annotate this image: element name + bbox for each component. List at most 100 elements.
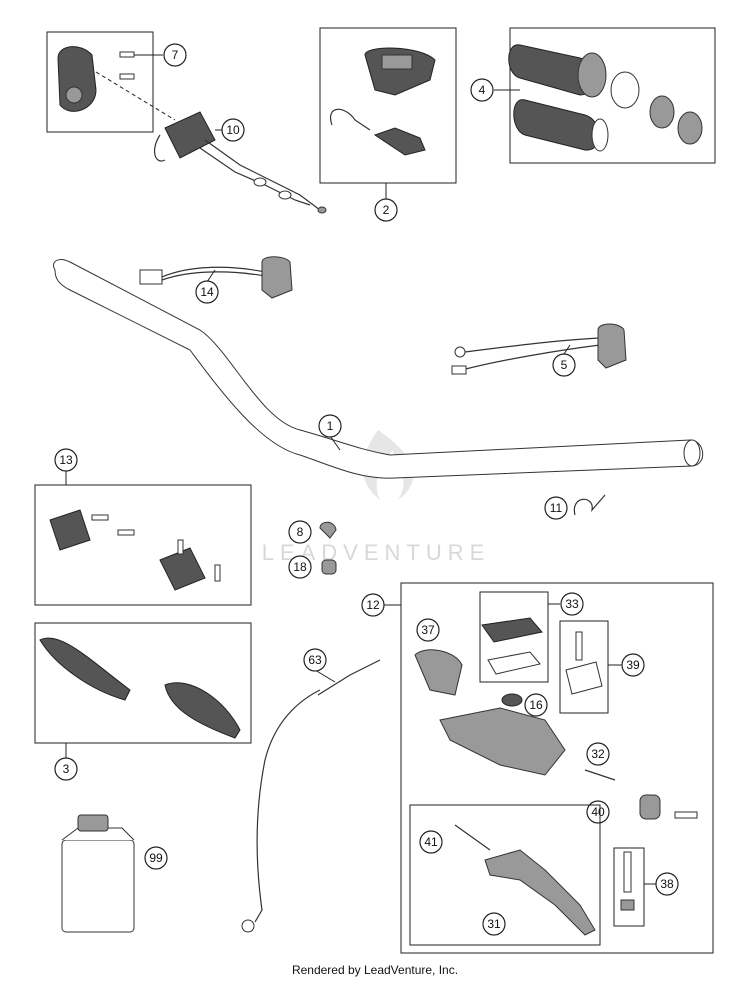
oil-can-99[interactable] (61, 814, 135, 933)
box-12 (400, 582, 714, 954)
screws-7 (119, 51, 135, 80)
box-13 (34, 484, 252, 606)
lever-guard-37[interactable] (414, 649, 463, 696)
wire-5b (461, 344, 601, 371)
kill-switch-14[interactable] (139, 256, 293, 299)
bar-clamp-icon (49, 509, 91, 551)
box-4 (509, 27, 716, 164)
cam-ring-icon (649, 95, 675, 129)
pin-icon (674, 811, 698, 819)
callout-31[interactable]: 31 (482, 912, 506, 936)
callout-10-label: 10 (226, 123, 240, 137)
callout-18[interactable]: 18 (288, 555, 312, 579)
clutch-lever[interactable] (454, 824, 596, 936)
callout-10[interactable]: 10 (221, 118, 245, 142)
throttle-body (164, 111, 216, 159)
switch-label-plate (381, 54, 413, 70)
callout-13-label: 13 (59, 453, 73, 467)
callout-2[interactable]: 2 (374, 198, 398, 222)
cam-ring-icon (677, 111, 703, 145)
callout-31-label: 31 (487, 917, 501, 931)
throttle-cover[interactable] (57, 46, 97, 112)
wire-5 (464, 337, 601, 353)
cable-tie-icon (573, 494, 606, 516)
bolt-icon (91, 514, 109, 521)
callout-39-label: 39 (626, 658, 640, 672)
clutch-master-cylinder-icon (439, 707, 566, 776)
callout-1[interactable]: 1 (318, 414, 342, 438)
piston-cap-icon (639, 794, 661, 820)
clip-8[interactable] (319, 521, 337, 539)
callout-99[interactable]: 99 (144, 846, 168, 870)
lever-guard-icon (414, 649, 463, 696)
callout-39[interactable]: 39 (621, 653, 645, 677)
callout-38-label: 38 (660, 877, 674, 891)
clip-18[interactable] (321, 559, 337, 575)
clip-icon (319, 521, 337, 539)
diaphragm-icon (487, 651, 541, 675)
throttle-cable-2 (199, 147, 311, 206)
cable-tie-icon (329, 108, 371, 131)
callout-4[interactable]: 4 (470, 78, 494, 102)
clamp-39[interactable] (565, 631, 603, 695)
throttle-strap (153, 134, 166, 162)
callout-41[interactable]: 41 (419, 830, 443, 854)
reservoir-cover[interactable] (481, 617, 543, 675)
callout-32[interactable]: 32 (586, 742, 610, 766)
callout-40-label: 40 (591, 805, 605, 819)
watermark: LEADVENTURE (262, 430, 484, 565)
callout-41-label: 41 (424, 835, 438, 849)
grip-set[interactable] (508, 44, 703, 152)
piston-kit-32[interactable] (584, 769, 698, 820)
callout-3[interactable]: 3 (54, 757, 78, 781)
connector-icon (451, 365, 467, 375)
callout-4-label: 4 (479, 83, 486, 97)
callout-8[interactable]: 8 (288, 520, 312, 544)
can-cap (77, 814, 109, 832)
hand-guard-icon (39, 637, 131, 701)
callout-7[interactable]: 7 (163, 43, 187, 67)
callout-16[interactable]: 16 (524, 693, 548, 717)
handlebar-end (683, 439, 701, 467)
master-cylinder[interactable] (439, 693, 566, 776)
callout-33[interactable]: 33 (560, 592, 584, 616)
clamp-icon (565, 661, 603, 695)
cable-tie-11[interactable] (573, 494, 606, 516)
hose-63[interactable] (241, 659, 381, 933)
callout-14[interactable]: 14 (195, 280, 219, 304)
callout-3-label: 3 (63, 762, 70, 776)
callout-38[interactable]: 38 (655, 872, 679, 896)
box-33 (479, 591, 549, 683)
pivot-bolt-38[interactable] (620, 851, 635, 911)
bolt-icon (623, 851, 632, 893)
box-7 (46, 31, 154, 133)
cable-end (317, 206, 327, 214)
switch-icon (261, 256, 293, 299)
callout-99-label: 99 (149, 851, 163, 865)
callout-63[interactable]: 63 (303, 648, 327, 672)
callout-8-label: 8 (297, 525, 304, 539)
callout-12[interactable]: 12 (361, 593, 385, 617)
clamp-set[interactable] (49, 509, 221, 591)
hand-guards[interactable] (39, 637, 241, 739)
throttle-assembly[interactable] (153, 111, 327, 214)
callout-40[interactable]: 40 (586, 800, 610, 824)
cable-adjuster (253, 177, 267, 187)
callout-37[interactable]: 37 (416, 618, 440, 642)
switch-housing[interactable] (364, 47, 436, 96)
bolt-icon (575, 631, 583, 661)
handlebar[interactable] (53, 259, 704, 479)
cable-adjuster (278, 190, 292, 200)
callout-13[interactable]: 13 (54, 448, 78, 472)
spring-icon (584, 769, 616, 781)
callout-1-label: 1 (327, 419, 334, 433)
callout-11[interactable]: 11 (544, 496, 568, 520)
callout-5[interactable]: 5 (552, 353, 576, 377)
grip-icon (513, 99, 600, 151)
sight-glass (501, 693, 523, 707)
switch-5[interactable] (451, 323, 627, 375)
clutch-lever-icon (484, 849, 596, 936)
watermark-flame-icon (362, 430, 414, 500)
callout-7-label: 7 (172, 48, 179, 62)
hose-fitting (317, 659, 381, 696)
